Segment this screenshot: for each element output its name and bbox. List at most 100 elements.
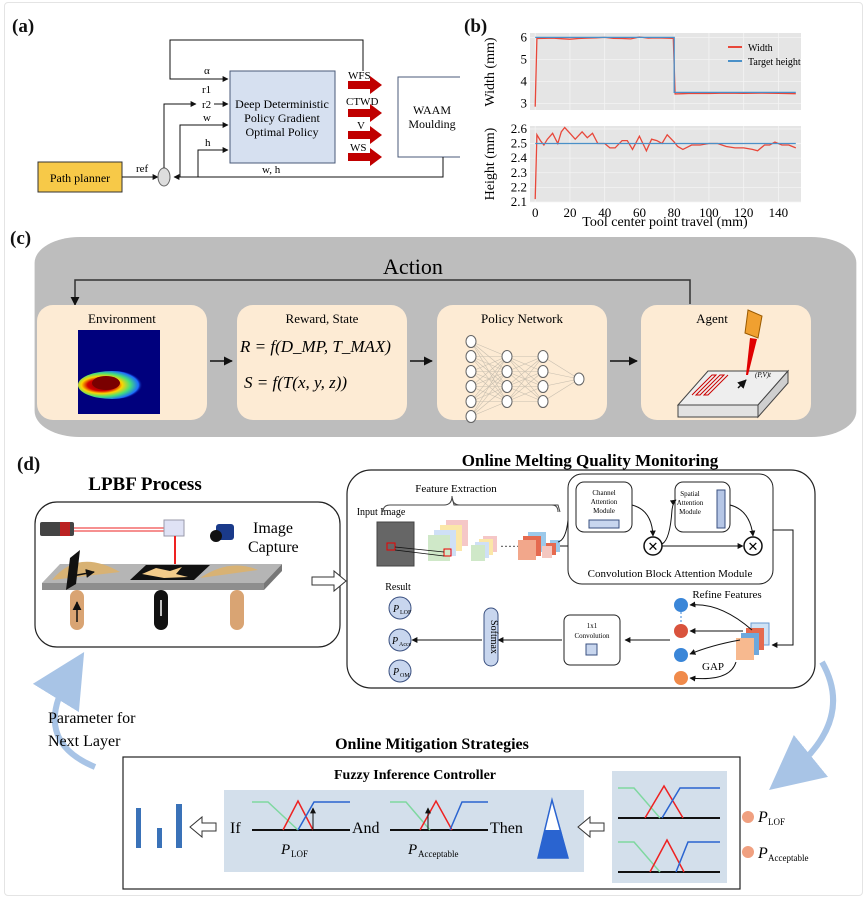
conv1x1-line-2: Convolution: [574, 632, 610, 640]
conv1x1-box: [563, 614, 621, 666]
output-bars-icon: [136, 804, 182, 848]
channel-attention-line-1: Channel: [592, 489, 615, 497]
result-om-p: P: [392, 667, 399, 678]
monitoring-title: Online Melting Quality Monitoring: [462, 451, 719, 470]
summing-junction: [157, 167, 171, 187]
legend-width-label: Width: [748, 43, 773, 54]
refine-node-3: [674, 648, 688, 662]
nn-node: [537, 395, 549, 408]
legend-acceptable-sub: Acceptable: [768, 853, 808, 863]
x-tick-label: 60: [633, 205, 646, 220]
nn-edge: [470, 386, 508, 417]
panel-d-label: (d): [17, 454, 41, 475]
fuzzification-plot-lof: [618, 784, 720, 819]
nn-node: [465, 410, 477, 423]
legend-lof-dot: [742, 811, 754, 823]
result-acce-sub: Acce: [399, 642, 412, 648]
ref-label: ref: [136, 163, 149, 175]
result-lof-sub: LOF: [400, 610, 412, 616]
lpbf-to-monitoring-arrow: [311, 569, 347, 593]
conv1x1-line-1: 1x1: [587, 622, 598, 630]
conv1x1-cube: [585, 643, 598, 656]
rule-if: If: [230, 820, 241, 837]
path-planner-box: [37, 161, 123, 193]
parameter-next-line-2: Next Layer: [48, 733, 121, 750]
width-plot-area: [530, 33, 801, 110]
output-wfs: WFS: [348, 70, 371, 82]
wh-feedback-line: [173, 157, 444, 180]
nn-edge: [470, 371, 508, 417]
policy-line-3: Optimal Policy: [246, 125, 319, 139]
rule-p-acceptable-sub: Acceptable: [418, 849, 458, 859]
svg-text:·····: ·····: [500, 539, 520, 553]
feature-extraction-label: Feature Extraction: [415, 483, 497, 495]
waam-box: [397, 76, 460, 158]
rule-and: And: [352, 820, 380, 837]
cbam-to-refine-line: [771, 529, 794, 648]
input-h: h: [205, 137, 211, 149]
output-ws: WS: [350, 142, 367, 154]
y-tick-label: 3: [521, 95, 528, 110]
fuzzy-title: Fuzzy Inference Controller: [334, 768, 496, 783]
reward-state-box: [237, 305, 407, 420]
y-tick-label: 5: [521, 51, 528, 66]
nn-node: [537, 350, 549, 363]
y-tick-label: 2.1: [511, 194, 527, 209]
panel-c-label: (c): [10, 228, 32, 249]
x-tick-label: 120: [734, 205, 754, 220]
series-height: [534, 126, 797, 200]
monitoring-to-mitigation-curve: [769, 660, 837, 791]
mitigation-to-lpbf-curve: [32, 651, 97, 770]
channel-attention-line-3: Module: [593, 507, 615, 515]
nn-edge: [506, 356, 544, 402]
reward-equation: R = f(D_MP, T_MAX): [239, 337, 391, 356]
neural-network-graphic: [465, 335, 585, 423]
panel-a-diagram: Path planner ref Deep Deterministic Poli…: [37, 39, 460, 193]
y-tick-label: 6: [521, 29, 528, 44]
panel-a-label: (a): [12, 16, 35, 37]
nn-node: [465, 335, 477, 348]
panel-b-label: (b): [464, 16, 488, 37]
nn-edge: [542, 371, 580, 380]
image-capture-line-1: Image: [253, 520, 293, 537]
parameter-next-line-1: Parameter for: [48, 710, 136, 727]
softmax-box: [483, 607, 499, 667]
channel-to-multiply-arrow: [631, 504, 656, 537]
input-image-label: Input Image: [357, 507, 406, 518]
nn-node: [465, 380, 477, 393]
legend-lof-sub: LOF: [768, 817, 785, 827]
nn-edge: [506, 356, 544, 387]
nn-edge: [470, 356, 508, 402]
nn-edge: [470, 401, 508, 417]
input-image-roi: [386, 542, 396, 551]
multiply-node-2: [743, 536, 763, 556]
membership-plot-2: [390, 799, 488, 831]
nn-node: [465, 350, 477, 363]
policy-line-1: Deep Deterministic: [235, 97, 329, 111]
y-tick-label: 2.2: [511, 179, 527, 194]
result-label: Result: [385, 582, 411, 593]
lpbf-title: LPBF Process: [88, 474, 201, 495]
nn-edge: [470, 341, 508, 357]
y-tick-label: 2.6: [511, 121, 528, 136]
x-tick-label: 40: [598, 205, 611, 220]
nn-node: [573, 372, 585, 386]
flask-output-icon: [537, 797, 569, 859]
output-ctwd: CTWD: [346, 96, 378, 108]
agent-title: Agent: [696, 311, 728, 326]
gap-label: GAP: [702, 661, 724, 673]
environment-title: Environment: [88, 311, 156, 326]
rule-then: Then: [490, 820, 523, 837]
nn-edge: [506, 371, 544, 402]
legend-acceptable-dot: [742, 846, 754, 858]
rule-p-lof: P: [280, 842, 290, 858]
policy-network-title: Policy Network: [481, 311, 563, 326]
result-acce-p: P: [391, 636, 398, 647]
nn-node: [465, 365, 477, 378]
result-lof-p: P: [392, 604, 399, 615]
y-tick-label: 2.4: [511, 150, 528, 165]
inputs-to-rule-arrow: [577, 815, 605, 839]
waam-line-1: WAAM: [413, 103, 451, 117]
refine-node-1: [674, 598, 688, 612]
gap-arrow-1: [689, 601, 753, 631]
